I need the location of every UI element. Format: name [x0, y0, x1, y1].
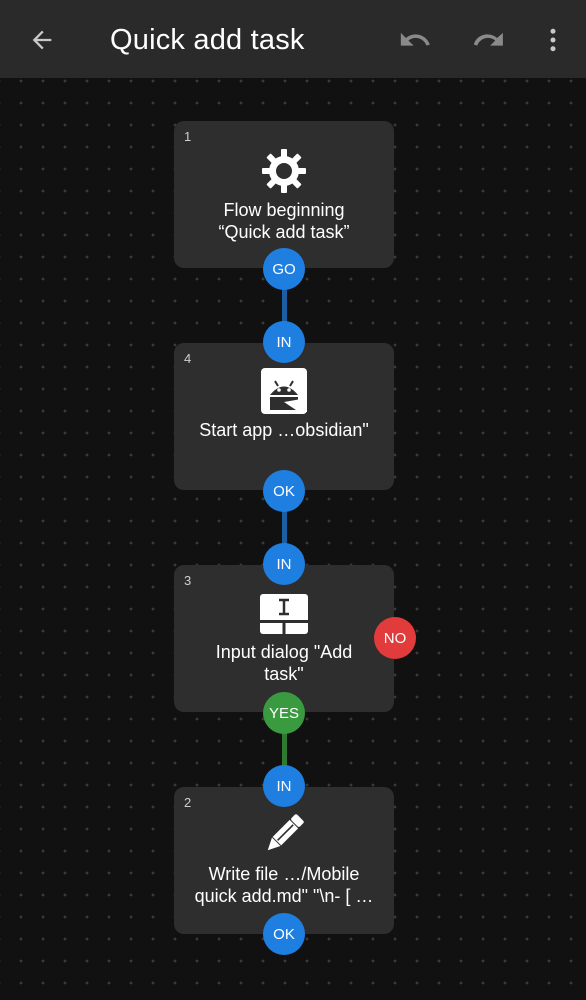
connector-ok-in: [282, 510, 287, 550]
more-vert-icon: [550, 28, 556, 52]
node-number: 3: [184, 573, 192, 588]
node-label: Input dialog "Add task": [215, 642, 353, 684]
port-in[interactable]: IN: [263, 321, 305, 363]
flow-node-write-file[interactable]: 2 Write file …/Mobile quick add.md" "\n-…: [174, 787, 394, 934]
android-icon: [261, 368, 307, 414]
node-number: 4: [184, 351, 192, 366]
connector-go-in: [282, 288, 287, 328]
port-in[interactable]: IN: [263, 543, 305, 585]
undo-icon: [400, 32, 430, 46]
redo-icon: [473, 32, 503, 46]
port-in[interactable]: IN: [263, 765, 305, 807]
port-ok[interactable]: OK: [263, 470, 305, 512]
more-options-button[interactable]: [533, 20, 573, 60]
node-label: Flow beginning “Quick add task”: [218, 200, 350, 242]
back-button[interactable]: [22, 20, 62, 60]
node-label: Write file …/Mobile quick add.md" "\n- […: [194, 864, 374, 906]
undo-button[interactable]: [395, 20, 435, 60]
back-arrow-icon: [32, 30, 52, 50]
redo-button[interactable]: [468, 20, 508, 60]
page-title: Quick add task: [110, 24, 305, 56]
pencil-icon: [267, 814, 304, 851]
connector-yes-in: [282, 732, 287, 772]
flow-node-input-dialog[interactable]: 3 Input dialog "Add task": [174, 565, 394, 712]
input-dialog-icon: [260, 594, 308, 634]
port-yes[interactable]: YES: [263, 692, 305, 734]
node-number: 1: [184, 129, 192, 144]
port-ok[interactable]: OK: [263, 913, 305, 955]
top-app-bar: Quick add task: [0, 0, 586, 78]
flow-node-beginning[interactable]: 1 Flow beginning “Quick add task”: [174, 121, 394, 268]
gear-icon: [262, 149, 306, 193]
port-no[interactable]: NO: [374, 617, 416, 659]
flow-node-start-app[interactable]: 4 Start app …obsidian": [174, 343, 394, 490]
node-number: 2: [184, 795, 192, 810]
port-go[interactable]: GO: [263, 248, 305, 290]
node-label: Start app …obsidian": [199, 420, 369, 440]
